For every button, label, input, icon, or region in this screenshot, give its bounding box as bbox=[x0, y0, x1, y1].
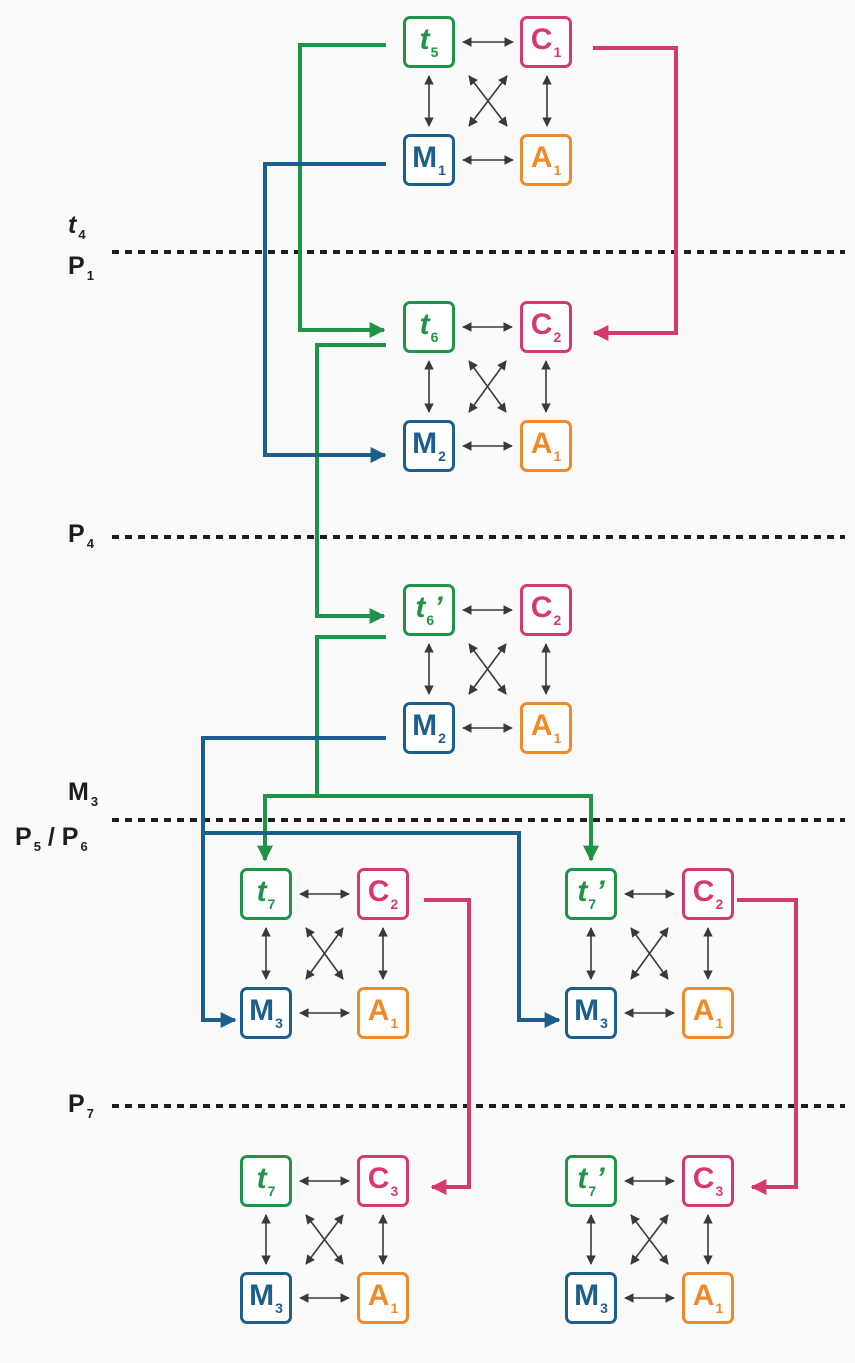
t-flow-arrow-t6-t6prime bbox=[315, 343, 386, 624]
a-box-g3: A1 bbox=[357, 987, 409, 1039]
c-flow-arrow-right-c2-c3 bbox=[737, 898, 798, 1195]
a-box-g4: A1 bbox=[682, 987, 734, 1039]
link-c-m-g4 bbox=[630, 927, 669, 980]
t-flow-arrow-to-t7prime bbox=[317, 794, 599, 862]
link-c-m-g1 bbox=[468, 360, 507, 413]
t-flow-arrow-to-t7 bbox=[257, 794, 317, 862]
link-c-m-g6 bbox=[630, 1214, 669, 1265]
a-box-g0: A1 bbox=[520, 134, 572, 186]
c-box-g2: C2 bbox=[520, 584, 572, 636]
t-box-g5: t7 bbox=[240, 1155, 292, 1207]
a-box-g5: A1 bbox=[357, 1272, 409, 1324]
t-box-g4: t7’ bbox=[565, 868, 617, 920]
m-box-g2: M2 bbox=[403, 702, 455, 754]
t-box-g2: t6’ bbox=[403, 584, 455, 636]
a-box-g2: A1 bbox=[520, 702, 572, 754]
m-box-g6: M3 bbox=[565, 1272, 617, 1324]
m-box-g3: M3 bbox=[240, 987, 292, 1039]
t-box-g3: t7 bbox=[240, 868, 292, 920]
c-box-g4: C2 bbox=[682, 868, 734, 920]
link-c-m-g3 bbox=[305, 927, 344, 980]
m-box-g1: M2 bbox=[403, 420, 455, 472]
t-box-g0: t5 bbox=[403, 16, 455, 68]
m-flow-arrow-m2-m3-right bbox=[203, 831, 561, 1028]
c-flow-arrow-c1-c2 bbox=[592, 46, 678, 341]
a-box-g6: A1 bbox=[682, 1272, 734, 1324]
c-box-g5: C3 bbox=[357, 1155, 409, 1207]
t-box-g6: t7’ bbox=[565, 1155, 617, 1207]
a-box-g1: A1 bbox=[520, 420, 572, 472]
link-c-m-g2 bbox=[468, 643, 507, 695]
c-box-g3: C2 bbox=[357, 868, 409, 920]
link-c-m-g5 bbox=[305, 1214, 344, 1265]
t-flow-arrow-t5-t6 bbox=[298, 43, 386, 338]
t-flow-trunk-t6prime bbox=[315, 635, 386, 796]
m-box-g0: M1 bbox=[403, 134, 455, 186]
inner-link-layer bbox=[261, 37, 713, 1303]
m-flow-arrow-m2-m3-left bbox=[201, 736, 386, 1028]
c-flow-arrow-left-c2-c3 bbox=[424, 898, 471, 1195]
c-box-g1: C2 bbox=[520, 301, 572, 353]
m-box-g4: M3 bbox=[565, 987, 617, 1039]
t-box-g1: t6 bbox=[403, 301, 455, 353]
m-flow-arrow-m1-m2 bbox=[263, 162, 387, 463]
c-box-g0: C1 bbox=[520, 16, 572, 68]
link-c-m-g0 bbox=[468, 75, 508, 127]
c-box-g6: C3 bbox=[682, 1155, 734, 1207]
m-box-g5: M3 bbox=[240, 1272, 292, 1324]
